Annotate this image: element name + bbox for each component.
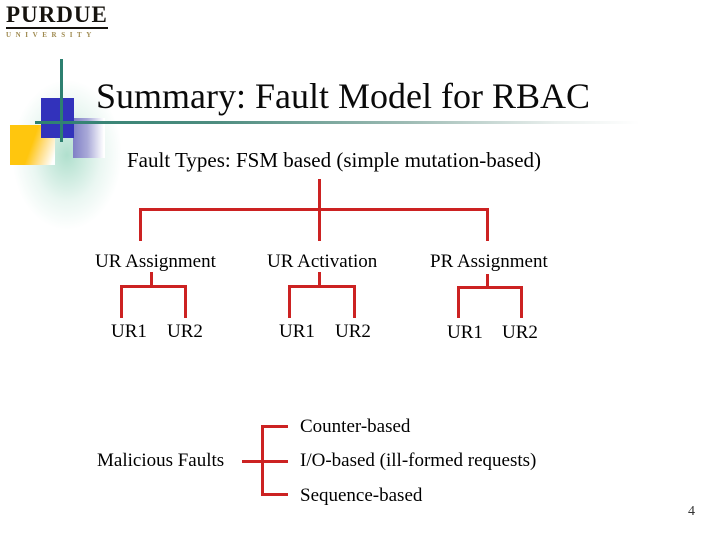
bracket-vertical <box>261 425 264 496</box>
subtree1-drop-left <box>120 285 123 318</box>
tree-drop-right <box>486 208 489 241</box>
subtree3-drop-left <box>457 286 460 318</box>
subtree3-horizontal <box>457 286 523 289</box>
subtree3-child-ur1: UR1 <box>447 322 483 343</box>
lavender-square-decoration <box>73 118 105 158</box>
branch-label-ur-assignment: UR Assignment <box>95 251 216 272</box>
purdue-logo: PURDUE UNIVERSITY <box>6 3 108 39</box>
malicious-item-io-based: I/O-based (ill-formed requests) <box>300 450 537 471</box>
subtree1-drop-right <box>184 285 187 318</box>
title-underline <box>35 121 640 124</box>
subtree2-child-ur2: UR2 <box>335 321 371 342</box>
bracket-connector-horizontal <box>242 460 288 463</box>
bracket-top-stub <box>261 425 288 428</box>
branch-label-ur-activation: UR Activation <box>267 251 378 272</box>
subtree3-child-ur2: UR2 <box>502 322 538 343</box>
malicious-item-sequence-based: Sequence-based <box>300 485 423 506</box>
subtree2-drop-left <box>288 285 291 318</box>
subtree1-child-ur2: UR2 <box>167 321 203 342</box>
subtree3-drop-right <box>520 286 523 318</box>
malicious-faults-label: Malicious Faults <box>97 450 225 471</box>
subtree1-child-ur1: UR1 <box>111 321 147 342</box>
page-number: 4 <box>688 504 695 519</box>
subtree1-horizontal <box>120 285 187 288</box>
tree-drop-middle <box>318 208 321 241</box>
subtree2-drop-right <box>353 285 356 318</box>
malicious-item-counter-based: Counter-based <box>300 416 411 437</box>
subtree3-stub <box>486 274 489 288</box>
bracket-bottom-stub <box>261 493 288 496</box>
fault-types-heading: Fault Types: FSM based (simple mutation-… <box>127 148 542 172</box>
branch-label-pr-assignment: PR Assignment <box>430 251 548 272</box>
tree-main-horizontal <box>139 208 489 211</box>
logo-wordmark: PURDUE <box>6 2 108 29</box>
subtree2-horizontal <box>288 285 356 288</box>
tree-root-stub <box>318 179 321 210</box>
subtree2-stub <box>318 272 321 287</box>
slide-title: Summary: Fault Model for RBAC <box>96 76 590 116</box>
subtree2-child-ur1: UR1 <box>279 321 315 342</box>
tree-drop-left <box>139 208 142 241</box>
logo-subtext: UNIVERSITY <box>6 31 96 39</box>
subtree1-stub <box>150 272 153 287</box>
blue-square-decoration <box>41 98 74 138</box>
teal-vertical-line <box>60 59 63 142</box>
